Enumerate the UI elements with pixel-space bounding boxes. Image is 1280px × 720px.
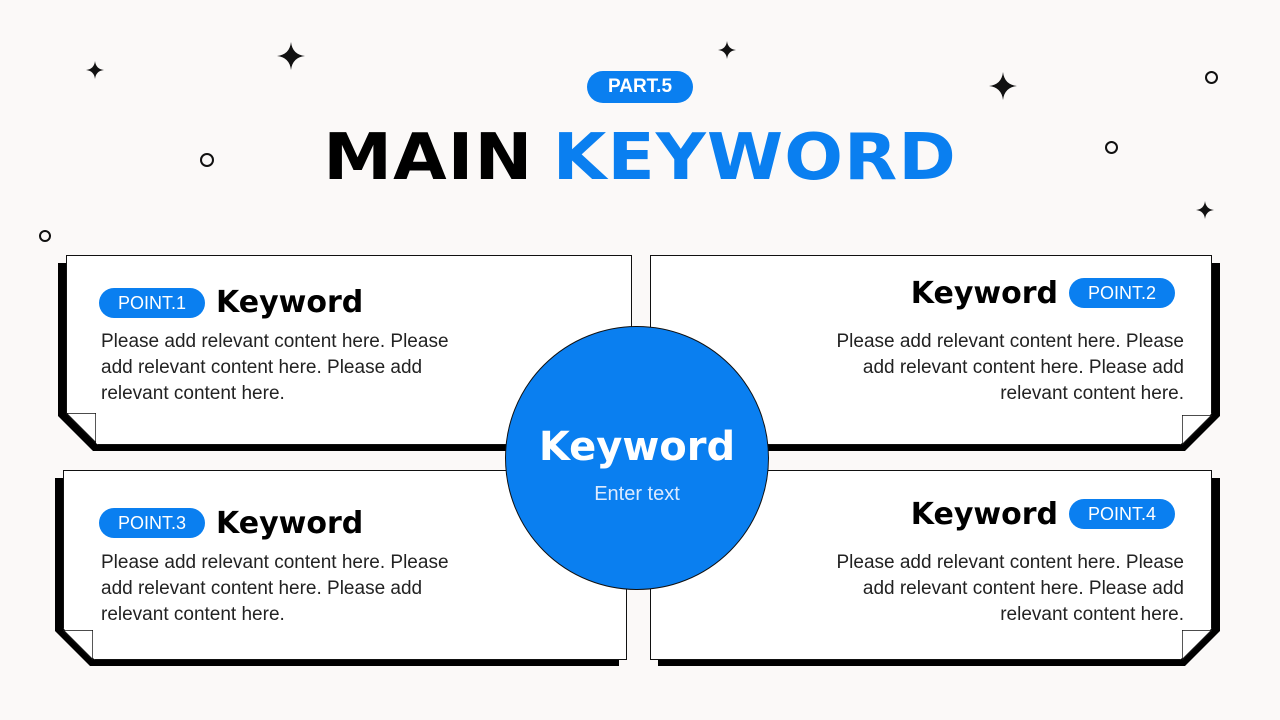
point-badge: POINT.2 — [1069, 278, 1175, 308]
point-badge: POINT.3 — [99, 508, 205, 538]
ring-icon — [1105, 141, 1118, 154]
sparkle-icon — [86, 61, 104, 79]
point-title: Keyword — [910, 276, 1058, 311]
point-title: Keyword — [910, 497, 1058, 532]
point-badge: POINT.1 — [99, 288, 205, 318]
point-title: Keyword — [216, 506, 364, 541]
point-body: Please add relevant content here. Please… — [836, 331, 1184, 404]
point-body: Please add relevant content here. Please… — [101, 552, 449, 625]
point-body: Please add relevant content here. Please… — [101, 331, 449, 404]
ring-icon — [200, 153, 214, 167]
page-fold-icon — [66, 413, 96, 443]
point-card-2: Keyword POINT.2 Please add relevant cont… — [650, 255, 1220, 451]
point-title: Keyword — [216, 285, 364, 320]
page-fold-icon — [63, 630, 93, 660]
center-keyword-circle: Keyword Enter text — [505, 326, 769, 590]
sparkle-icon — [277, 42, 305, 70]
sparkle-icon — [989, 72, 1017, 100]
point-badge: POINT.4 — [1069, 499, 1175, 529]
sparkle-icon — [1196, 201, 1214, 219]
ring-icon — [39, 230, 51, 242]
page-fold-icon — [1182, 415, 1212, 445]
page-fold-icon — [1182, 630, 1212, 660]
point-body: Please add relevant content here. Please… — [836, 552, 1184, 625]
center-keyword: Keyword — [538, 424, 736, 470]
point-card-4: Keyword POINT.4 Please add relevant cont… — [650, 470, 1220, 666]
center-subtitle: Enter text — [594, 483, 680, 505]
ring-icon — [1205, 71, 1218, 84]
part-badge: PART.5 — [587, 71, 693, 103]
main-title-black: MAIN — [323, 121, 534, 195]
sparkle-icon — [718, 41, 736, 59]
main-title-blue: KEYWORD — [552, 121, 957, 195]
